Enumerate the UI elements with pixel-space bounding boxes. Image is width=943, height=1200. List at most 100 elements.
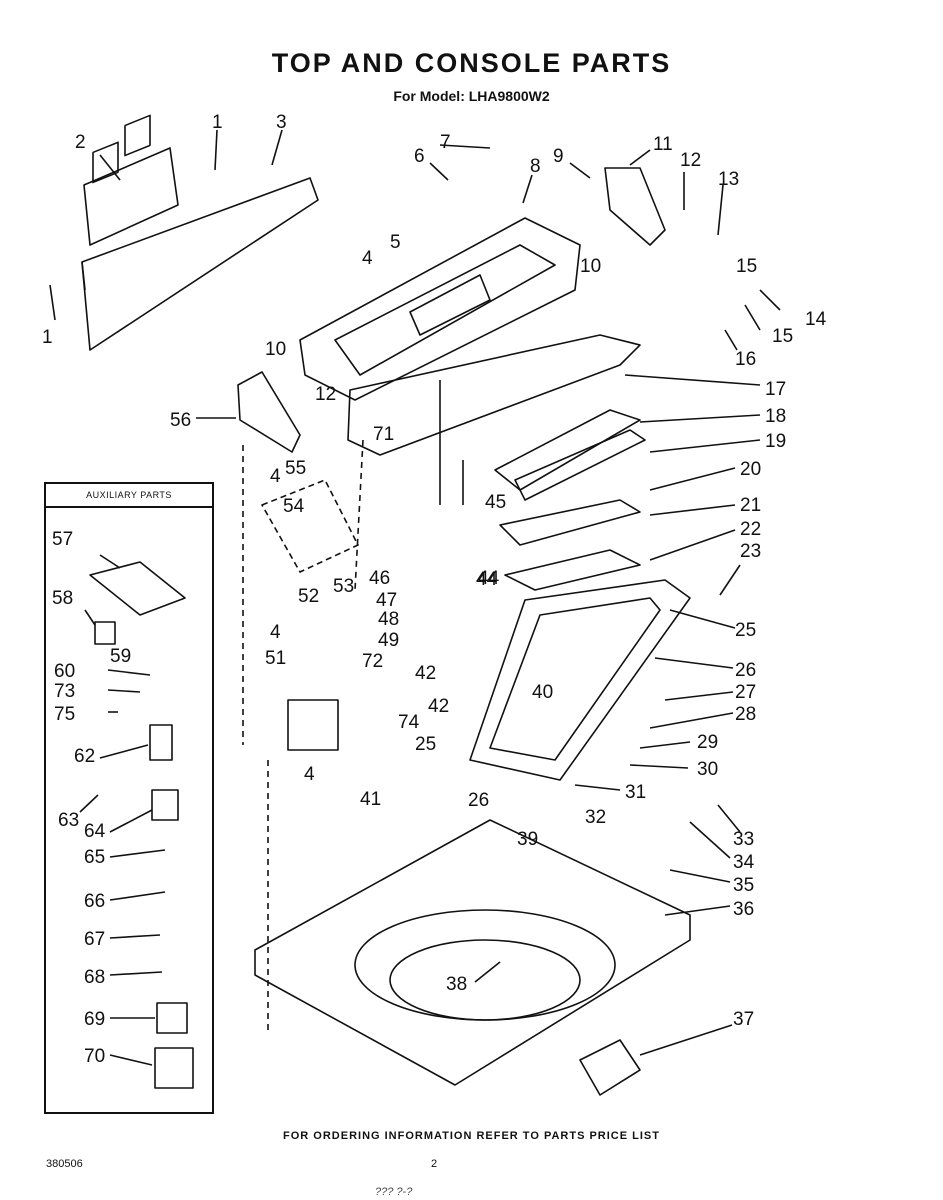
callout-67: 67 — [84, 929, 105, 950]
callout-51: 51 — [265, 648, 286, 669]
callout-45: 45 — [485, 492, 506, 513]
top-cover-shape — [254, 819, 691, 1086]
aux-58-shape — [94, 621, 116, 645]
callout-44: 44 — [476, 569, 498, 590]
board-21-shape — [504, 549, 641, 591]
ordering-footer: FOR ORDERING INFORMATION REFER TO PARTS … — [283, 1130, 660, 1142]
callout-32: 32 — [585, 807, 606, 828]
overlay-shape — [494, 409, 641, 491]
callout-18: 18 — [765, 406, 786, 427]
handwritten-note: ??? ?-? — [375, 1186, 413, 1198]
callout-39: 39 — [517, 829, 538, 850]
transformer-shape — [287, 699, 339, 751]
callout-4: 4 — [270, 622, 281, 643]
callout-52: 52 — [298, 586, 319, 607]
callout-5: 5 — [390, 232, 401, 253]
callout-30: 30 — [697, 759, 718, 780]
aux-62-shape — [149, 724, 173, 761]
callout-11: 11 — [653, 134, 673, 155]
callout-15: 15 — [736, 256, 757, 277]
document-number: 380506 — [46, 1158, 83, 1170]
callout-27: 27 — [735, 682, 756, 703]
callout-63: 63 — [58, 810, 79, 831]
callout-6: 6 — [414, 146, 425, 167]
lid-frame-shape — [469, 579, 691, 781]
aux-70-shape — [154, 1047, 194, 1089]
callout-69: 69 — [84, 1009, 105, 1030]
callout-56: 56 — [170, 410, 191, 431]
callout-42: 42 — [415, 663, 436, 684]
callout-75: 75 — [54, 704, 75, 725]
callout-23: 23 — [740, 541, 761, 562]
callout-15: 15 — [772, 326, 793, 347]
circuit-board-shape — [499, 499, 641, 546]
callout-35: 35 — [733, 875, 754, 896]
callout-72: 72 — [362, 651, 383, 672]
callout-33: 33 — [733, 829, 754, 850]
page-title: TOP AND CONSOLE PARTS — [271, 48, 672, 78]
callout-12: 12 — [680, 150, 701, 171]
callout-19: 19 — [765, 431, 786, 452]
mounting-bracket-shape — [83, 147, 179, 246]
callout-4: 4 — [270, 466, 281, 487]
callout-49: 49 — [378, 630, 399, 651]
callout-40: 40 — [532, 682, 553, 703]
callout-68: 68 — [84, 967, 105, 988]
callout-10: 10 — [265, 339, 286, 360]
callout-73: 73 — [54, 681, 75, 702]
callout-13: 13 — [718, 169, 739, 190]
callout-34: 34 — [733, 852, 755, 873]
callout-4: 4 — [362, 248, 373, 269]
callout-9: 9 — [553, 146, 564, 167]
callout-74: 74 — [398, 712, 420, 733]
callout-12: 12 — [315, 384, 336, 405]
callout-26: 26 — [735, 660, 756, 681]
callout-66: 66 — [84, 891, 105, 912]
callout-58: 58 — [52, 588, 73, 609]
callout-10: 10 — [580, 256, 601, 277]
callout-46: 46 — [369, 568, 390, 589]
aux-57-shape — [89, 561, 186, 616]
panel-19-shape — [514, 429, 646, 501]
callout-47: 47 — [376, 590, 397, 611]
callout-53: 53 — [333, 576, 354, 597]
callout-26: 26 — [468, 790, 489, 811]
model-subtitle: For Model: LHA9800W2 — [393, 88, 550, 104]
callout-17: 17 — [765, 379, 786, 400]
support-36-shape — [579, 1039, 641, 1096]
endcap-left-shape — [237, 371, 301, 453]
callout-21: 21 — [740, 495, 761, 516]
callout-16: 16 — [735, 349, 756, 370]
page-number: 2 — [431, 1158, 438, 1170]
callout-29: 29 — [697, 732, 718, 753]
callout-60: 60 — [54, 661, 75, 682]
back-panel-shape — [81, 177, 319, 351]
callout-42: 42 — [428, 696, 449, 717]
callout-57: 57 — [52, 529, 73, 550]
callout-71: 71 — [373, 424, 394, 445]
aux-69-shape — [156, 1002, 188, 1034]
aux-64-shape — [151, 789, 179, 821]
dashed-assembly-shape — [261, 479, 359, 573]
callout-44: 44 — [478, 568, 500, 589]
endcap-right-shape — [604, 167, 666, 246]
callout-55: 55 — [285, 458, 306, 479]
callout-25: 25 — [415, 734, 436, 755]
callout-37: 37 — [733, 1009, 754, 1030]
callout-59: 59 — [110, 646, 131, 667]
callout-25: 25 — [735, 620, 756, 641]
callout-64: 64 — [84, 821, 106, 842]
callout-14: 14 — [805, 309, 827, 330]
callout-2: 2 — [75, 132, 86, 153]
callout-3: 3 — [276, 112, 287, 133]
callout-31: 31 — [625, 782, 646, 803]
callout-38: 38 — [446, 974, 467, 995]
callout-48: 48 — [378, 609, 399, 630]
callout-20: 20 — [740, 459, 761, 480]
callout-7: 7 — [440, 132, 451, 153]
callout-22: 22 — [740, 519, 761, 540]
callout-70: 70 — [84, 1046, 105, 1067]
callout-4: 4 — [304, 764, 315, 785]
